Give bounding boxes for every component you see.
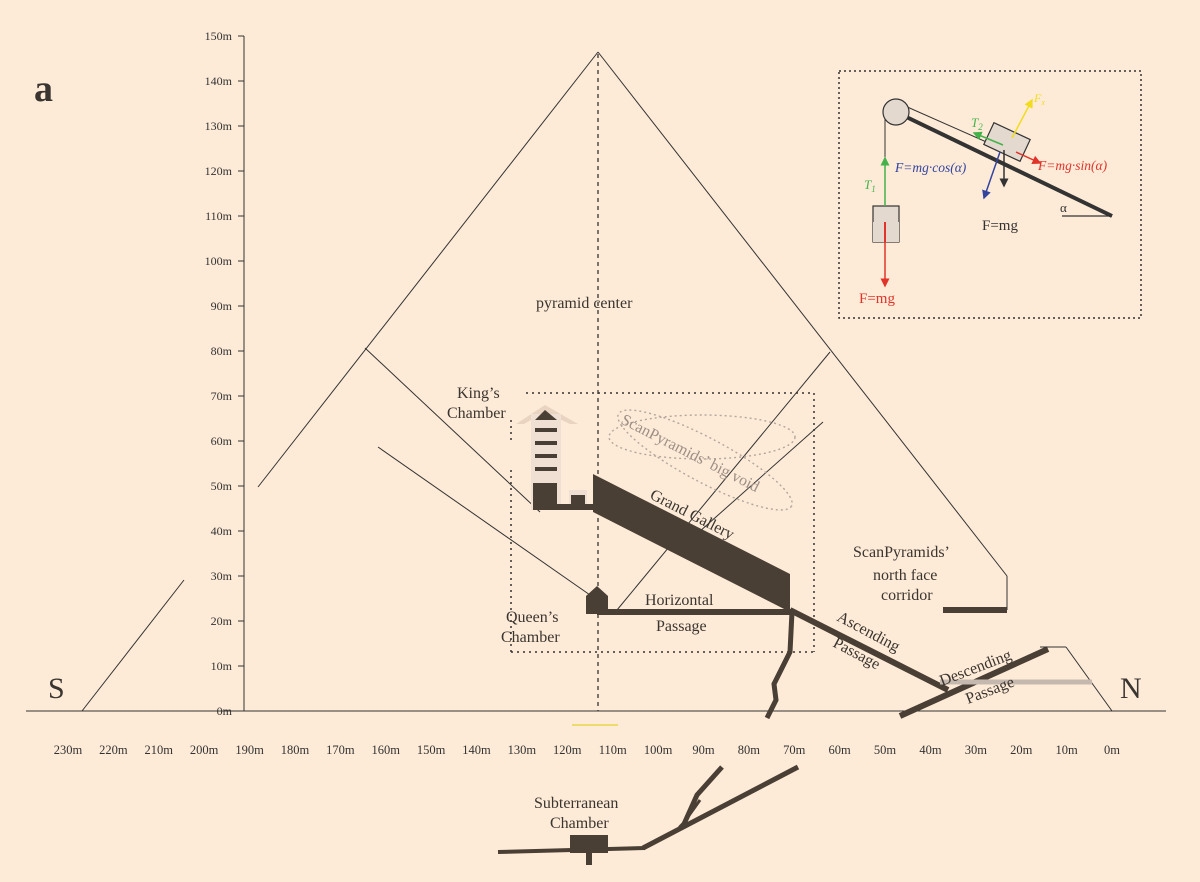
south-label: S: [48, 672, 65, 705]
y-tick-label: 100m: [205, 254, 233, 268]
y-tick-label: 120m: [205, 164, 233, 178]
fx-force-arrow: [1011, 98, 1033, 139]
y-tick-label: 40m: [211, 524, 233, 538]
x-tick-label: 30m: [965, 743, 988, 757]
x-tick-label: 190m: [235, 743, 264, 757]
block-weight-label: F=mg: [982, 218, 1018, 234]
x-tick-label: 110m: [599, 743, 627, 757]
x-axis-ticks: 230m 220m 210m 200m 190m 180m 170m 160m 150m 140m…: [54, 743, 1121, 757]
queens-chamber-label-line1: Queen’s: [506, 609, 558, 626]
big-void: [608, 409, 796, 511]
x-axis: 230m 220m 210m 200m 190m 180m 170m 160m 150m 140m…: [54, 743, 1121, 757]
x-tick-label: 140m: [462, 743, 491, 757]
descending-passage: [641, 646, 1092, 851]
subterranean-chamber-label-line2: Chamber: [550, 815, 609, 832]
y-tick-label: 60m: [211, 434, 233, 448]
x-tick-label: 120m: [553, 743, 582, 757]
kings-chamber-label-line2: Chamber: [447, 405, 506, 422]
hanging-weight-label: F=mg: [859, 291, 895, 307]
x-tick-label: 60m: [829, 743, 852, 757]
x-tick-label: 50m: [874, 743, 897, 757]
x-tick-label: 180m: [281, 743, 310, 757]
y-axis-ticks: 150m 140m 130m 120m 110m 100m 90m 80m 70m 60m 50m 4…: [205, 29, 244, 718]
x-tick-label: 130m: [508, 743, 537, 757]
x-tick-label: 0m: [1104, 743, 1120, 757]
sin-force-arrow: [1015, 151, 1042, 164]
sin-force-label: F=mg·sin(α): [1037, 158, 1108, 173]
kings-chamber-label-line1: King’s: [457, 385, 500, 402]
x-tick-label: 230m: [54, 743, 83, 757]
grand-gallery: [593, 474, 790, 612]
north-face-corridor-line1: ScanPyramids’: [853, 544, 950, 561]
x-tick-label: 220m: [99, 743, 128, 757]
tension-t2-arrow: [972, 131, 1004, 146]
subterranean-chamber-label-line1: Subterranean: [534, 795, 618, 812]
x-tick-label: 40m: [919, 743, 942, 757]
pyramid-center-label: pyramid center: [536, 295, 633, 312]
horizontal-passage-label-line2: Passage: [656, 618, 707, 635]
x-tick-label: 90m: [692, 743, 715, 757]
cos-force-label: F=mg·cos(α): [894, 160, 967, 175]
horizontal-passage-label-line1: Horizontal: [645, 592, 714, 609]
t2-label: T2: [971, 115, 983, 132]
y-tick-label: 150m: [205, 29, 233, 43]
x-tick-label: 210m: [145, 743, 174, 757]
y-tick-label: 70m: [211, 389, 233, 403]
north-face-corridor-line3: corridor: [881, 587, 933, 604]
x-tick-label: 80m: [738, 743, 761, 757]
y-tick-label: 80m: [211, 344, 233, 358]
pyramid-outline: [81, 51, 1113, 712]
x-tick-label: 100m: [644, 743, 673, 757]
north-label: N: [1120, 672, 1142, 705]
x-tick-label: 10m: [1055, 743, 1078, 757]
y-tick-label: 140m: [205, 74, 233, 88]
subterranean-chamber: [497, 765, 724, 865]
y-tick-label: 130m: [205, 119, 233, 133]
x-tick-label: 160m: [371, 743, 400, 757]
t1-label: T1: [864, 177, 876, 194]
y-axis: 150m 140m 130m 120m 110m 100m 90m 80m 70m 60m 50m 4…: [205, 29, 245, 718]
well-shaft: [764, 611, 795, 720]
x-tick-label: 150m: [417, 743, 446, 757]
x-tick-label: 200m: [190, 743, 219, 757]
cos-force-arrow: [982, 151, 1001, 200]
panel-letter: a: [34, 68, 53, 110]
y-tick-label: 90m: [211, 299, 233, 313]
y-tick-label: 50m: [211, 479, 233, 493]
alpha-label: α: [1060, 200, 1067, 215]
y-tick-label: 110m: [205, 209, 233, 223]
x-tick-label: 20m: [1010, 743, 1033, 757]
x-tick-label: 170m: [326, 743, 355, 757]
dotted-region: [510, 392, 815, 653]
ascending-passage: [788, 607, 950, 693]
north-face-corridor-line2: north face: [873, 567, 937, 584]
force-diagram-inset: T2 Fx T1 F=mg·cos(α) F=mg·sin(α) F=mg F=…: [838, 70, 1142, 319]
kings-chamber: [516, 405, 597, 510]
fx-label: Fx: [1033, 91, 1045, 107]
y-tick-label: 30m: [211, 569, 233, 583]
queens-chamber-label-line2: Chamber: [501, 629, 560, 646]
y-tick-label: 10m: [211, 659, 233, 673]
x-tick-label: 70m: [783, 743, 806, 757]
queens-chamber: [586, 586, 793, 615]
y-tick-label: 20m: [211, 614, 233, 628]
